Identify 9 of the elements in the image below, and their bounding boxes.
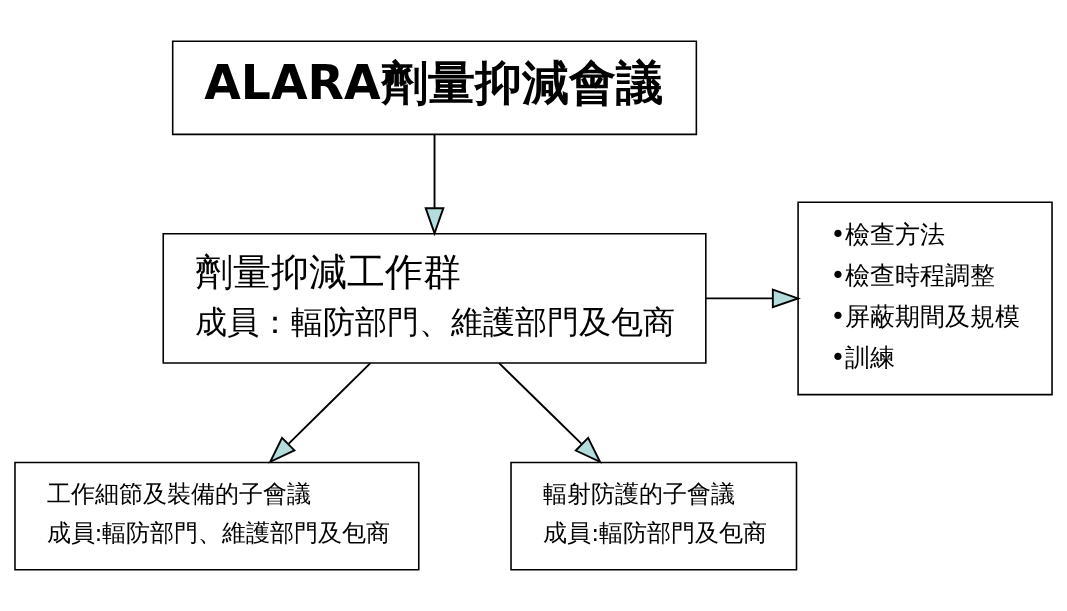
node-box: 工作細節及裝備的子會議 成員:輻防部門、維護部門及包商	[14, 461, 420, 571]
node-box: 輻射防護的子會議 成員:輻防部門及包商	[510, 461, 798, 571]
arrow	[268, 362, 372, 464]
arrow	[424, 133, 445, 237]
node-box: ALARA劑量抑減會議	[171, 40, 698, 136]
node-box: 劑量抑減工作群 成員：輻防部門、維護部門及包商	[162, 232, 707, 364]
node-box: •檢查方法 •檢查時程調整 •屏蔽期間及規模 •訓練	[797, 201, 1053, 396]
arrow	[498, 362, 603, 464]
arrow	[705, 288, 801, 309]
